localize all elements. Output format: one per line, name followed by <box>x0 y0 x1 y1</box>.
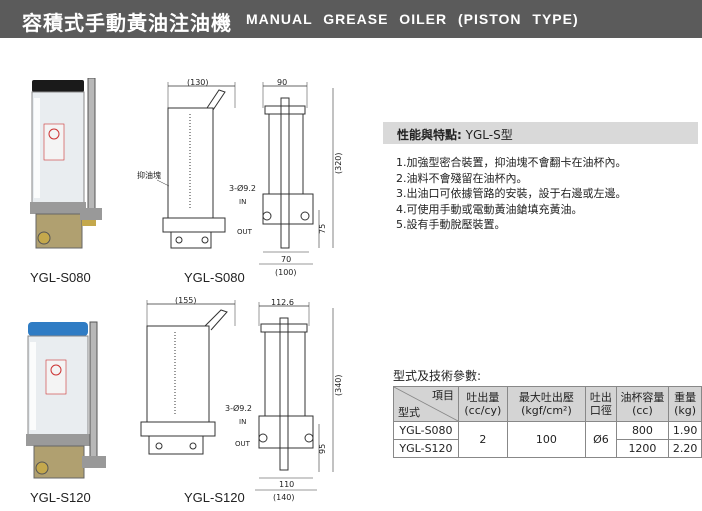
cell-capacity: 1200 <box>615 439 670 458</box>
corner-model: 型式 <box>398 406 420 419</box>
feature-item: 3.出油口可依據管路的安裝，設于右邊或左邊。 <box>396 187 627 200</box>
out-label: OUT <box>235 440 251 448</box>
cell-model: YGL-S080 <box>393 421 459 440</box>
table-row: YGL-S080 2 100 Ø6 800 1.90 <box>393 421 702 458</box>
features-model: YGL-S型 <box>465 128 513 142</box>
reservoir-outline <box>146 325 210 423</box>
corner-item: 項目 <box>432 389 454 402</box>
cell-weight: 1.90 <box>668 421 702 440</box>
photo-handle <box>87 78 96 215</box>
dim-width-label: (155) <box>175 296 197 305</box>
feature-item: 1.加強型密合裝置，抑油塊不會翻卡在油杯內。 <box>396 156 627 169</box>
dim-base-total-label: (100) <box>275 268 297 277</box>
col-discharge: 吐出量(cc/cy) <box>458 386 508 422</box>
dim-outlet-height-label: 95 <box>318 444 327 454</box>
photo-handle <box>89 321 98 463</box>
out-label: OUT <box>237 228 253 236</box>
hole-label: 3-Ø9.2 <box>229 183 256 193</box>
cell-pressure: 100 <box>506 421 587 458</box>
dim-base-width-label: 110 <box>279 480 294 489</box>
photo-cap-black <box>32 80 84 92</box>
drawing-side-s080: 90 (320) 75 3-Ø9.2 IN OUT 70 (100) <box>229 78 343 277</box>
drawing-front-s080: (130) 抑油塊 <box>137 78 236 249</box>
col-weight: 重量(kg) <box>668 386 702 422</box>
dim-base-total-label: (140) <box>273 493 295 502</box>
page-header: 容積式手動黃油注油機 MANUAL GREASE OILER (PISTON T… <box>0 0 702 38</box>
cell-model: YGL-S120 <box>393 439 459 458</box>
feature-item: 5.設有手動脫壓裝置。 <box>396 218 506 231</box>
caption-photo-s080: YGL-S080 <box>30 270 91 285</box>
features-heading-bar: 性能與特點: YGL-S型 <box>383 122 698 144</box>
dim-side-width-label: 90 <box>277 78 287 87</box>
spec-table: 項目 型式 吐出量(cc/cy) 最大吐出壓(kgf/cm²) 吐出口徑 油杯容… <box>393 386 702 458</box>
product-photo-s120 <box>26 321 106 479</box>
features-list: 1.加強型密合裝置，抑油塊不會翻卡在油杯內。 2.油料不會殘留在油杯內。 3.出… <box>396 155 627 233</box>
corner-header: 項目 型式 <box>393 386 459 422</box>
col-pressure: 最大吐出壓(kgf/cm²) <box>506 386 587 422</box>
dim-height-label: (320) <box>334 152 343 174</box>
oil-block-label: 抑油塊 <box>137 170 161 180</box>
cell-discharge: 2 <box>458 421 508 458</box>
hole-label: 3-Ø9.2 <box>225 403 252 413</box>
drawing-front-s120: (155) <box>140 296 236 455</box>
dim-outlet-height-label: 75 <box>318 224 327 234</box>
dim-width-label: (130) <box>187 78 209 87</box>
in-label: IN <box>239 418 246 426</box>
caption-drawing-s080: YGL-S080 <box>184 270 245 285</box>
dim-height-label: (340) <box>334 374 343 396</box>
features-heading: 性能與特點: <box>397 128 462 142</box>
cell-weight: 2.20 <box>668 439 702 458</box>
in-label: IN <box>239 198 246 206</box>
title-chinese: 容積式手動黃油注油機 <box>22 11 232 35</box>
dim-side-width-label: 112.6 <box>271 298 294 307</box>
title-english: MANUAL GREASE OILER (PISTON TYPE) <box>246 11 579 27</box>
spec-title: 型式及技術參數: <box>393 369 482 383</box>
cell-capacity: 800 <box>615 421 670 440</box>
drawing-side-s120: 112.6 (340) 95 3-Ø9.2 IN OUT 110 (140) <box>225 298 343 502</box>
cell-outlet: Ø6 <box>585 421 617 458</box>
col-capacity: 油杯容量(cc) <box>615 386 670 422</box>
dim-base-width-label: 70 <box>281 255 291 264</box>
photo-cap-blue <box>28 322 88 336</box>
photo-pump-body <box>35 213 83 249</box>
col-outlet: 吐出口徑 <box>585 386 617 422</box>
product-photo-s080 <box>30 78 102 249</box>
feature-item: 4.可使用手動或電動黃油鎗填充黃油。 <box>396 202 583 216</box>
table-row: YGL-S120 1200 2.20 <box>393 439 702 458</box>
feature-item: 2.油料不會殘留在油杯內。 <box>396 171 528 185</box>
caption-drawing-s120: YGL-S120 <box>184 490 245 505</box>
caption-photo-s120: YGL-S120 <box>30 490 91 505</box>
